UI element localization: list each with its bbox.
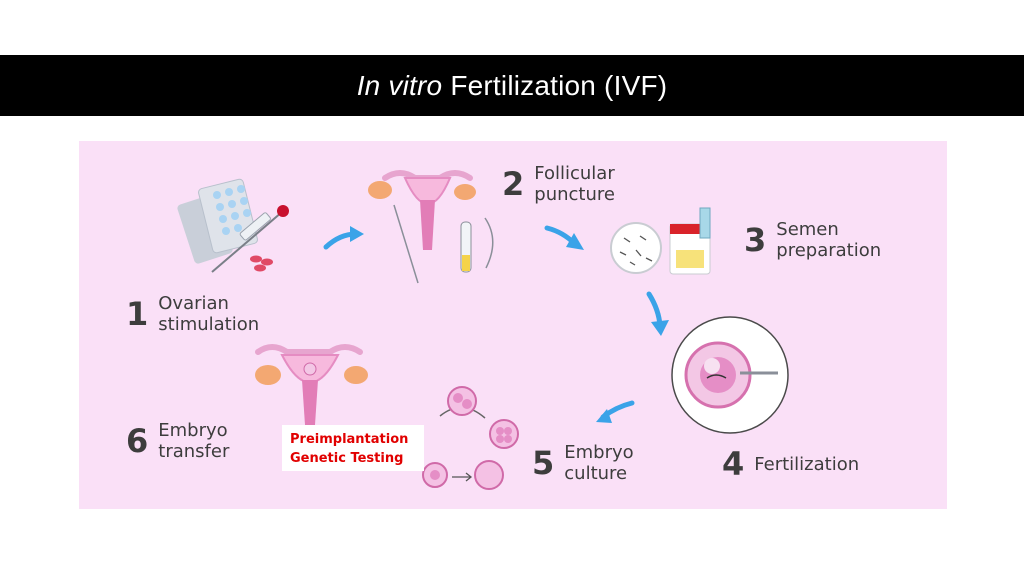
step-label: Embryo transfer <box>158 420 230 462</box>
embryo-culture-cycle-icon <box>422 386 519 490</box>
step-number: 5 <box>532 444 555 482</box>
step-number: 3 <box>744 221 767 259</box>
step-label: Embryo culture <box>564 442 634 484</box>
uterus-puncture-icon <box>368 170 494 284</box>
title-rest: Fertilization (IVF) <box>442 69 668 101</box>
title-italic: In vitro <box>356 69 443 101</box>
step-fertilization: 4 Fertilization <box>722 445 859 483</box>
petri-dish-icon <box>610 222 662 274</box>
step-number: 1 <box>126 295 149 333</box>
pgt-callout: Preimplantation Genetic Testing <box>282 425 424 471</box>
pill-pack-icon <box>177 178 258 264</box>
step-label: Semen preparation <box>776 219 882 261</box>
flow-arrows <box>323 225 663 420</box>
step-embryo-culture: 5 Embryo culture <box>532 442 634 484</box>
pgt-line-1: Preimplantation <box>290 432 409 447</box>
pgt-line-2: Genetic Testing <box>290 451 404 466</box>
syringe-icon <box>211 205 289 273</box>
step-label: Follicular puncture <box>534 163 615 205</box>
step-label: Ovarian stimulation <box>158 293 260 335</box>
title-bar: In vitro Fertilization (IVF) <box>0 55 1024 116</box>
step-number: 6 <box>126 422 149 460</box>
sample-cup-icon <box>669 207 711 275</box>
step-ovarian-stimulation: 1 Ovarian stimulation <box>126 293 259 335</box>
step-number: 4 <box>722 445 745 483</box>
step-embryo-transfer: 6 Embryo transfer <box>126 420 229 462</box>
slide-title: In vitro Fertilization (IVF) <box>357 70 668 102</box>
fertilization-icon <box>671 316 789 434</box>
step-follicular-puncture: 2 Follicular puncture <box>502 163 615 205</box>
step-label: Fertilization <box>754 453 860 475</box>
arrow-heads <box>350 226 669 423</box>
step-semen-preparation: 3 Semen preparation <box>744 219 881 261</box>
uterus-transfer-icon <box>255 344 368 425</box>
step-number: 2 <box>502 165 525 203</box>
